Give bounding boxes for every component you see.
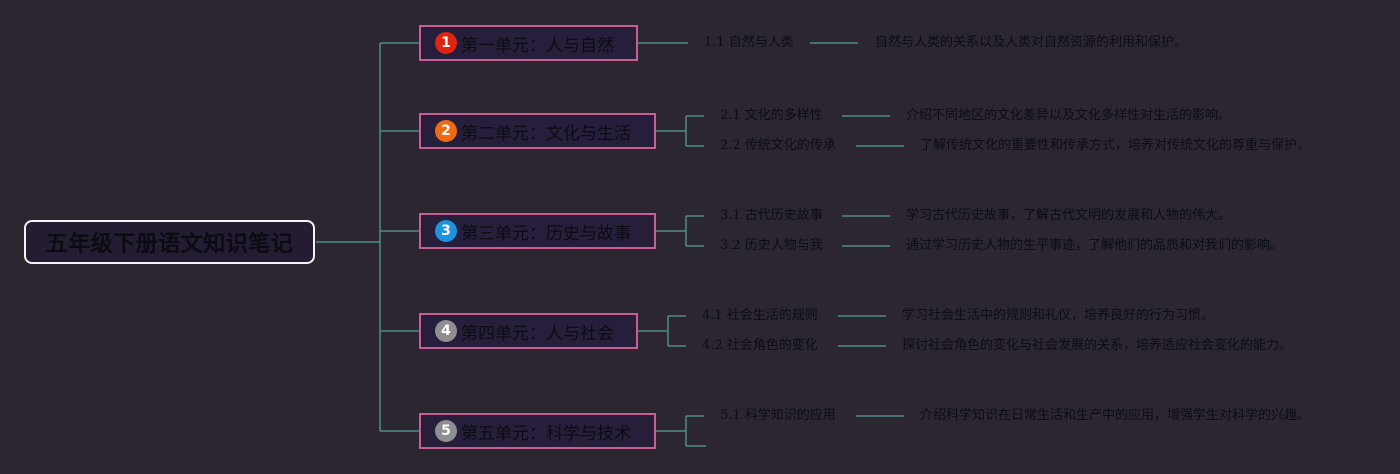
topic-description-2-1[interactable]: 介绍不同地区的文化差异以及文化多样性对生活的影响。 bbox=[906, 108, 1232, 123]
topic-description-2-2[interactable]: 了解传统文化的重要性和传承方式，培养对传统文化的尊重与保护。 bbox=[920, 138, 1311, 153]
root-node[interactable]: 五年级下册语文知识笔记 bbox=[24, 220, 315, 264]
number-badge-icon: 2 bbox=[435, 120, 457, 142]
topic-node-4-1[interactable]: 4.1 社会生活的规则 bbox=[702, 308, 818, 323]
topic-description-3-2[interactable]: 通过学习历史人物的生平事迹，了解他们的品质和对我们的影响。 bbox=[906, 238, 1284, 253]
unit-node-4[interactable]: 4 第四单元：人与社会 bbox=[419, 313, 638, 349]
topic-node-3-1[interactable]: 3.1 古代历史故事 bbox=[720, 208, 823, 223]
unit-label: 第一单元：人与自然 bbox=[461, 35, 614, 56]
unit-label: 第五单元：科学与技术 bbox=[461, 423, 631, 444]
unit-node-3[interactable]: 3 第三单元：历史与故事 bbox=[419, 213, 656, 249]
unit-label: 第四单元：人与社会 bbox=[461, 323, 614, 344]
topic-node-4-2[interactable]: 4.2 社会角色的变化 bbox=[702, 338, 818, 353]
unit-node-2[interactable]: 2 第二单元：文化与生活 bbox=[419, 113, 656, 149]
unit-label: 第二单元：文化与生活 bbox=[461, 123, 631, 144]
number-badge-icon: 3 bbox=[435, 220, 457, 242]
number-badge-icon: 5 bbox=[435, 420, 457, 442]
topic-node-1-1[interactable]: 1.1 自然与人类 bbox=[704, 35, 794, 50]
unit-node-1[interactable]: 1 第一单元：人与自然 bbox=[419, 25, 638, 61]
number-badge-icon: 4 bbox=[435, 320, 457, 342]
topic-node-2-2[interactable]: 2.2 传统文化的传承 bbox=[720, 138, 836, 153]
topic-description-1-1[interactable]: 自然与人类的关系以及人类对自然资源的利用和保护。 bbox=[875, 35, 1188, 50]
topic-node-2-1[interactable]: 2.1 文化的多样性 bbox=[720, 108, 823, 123]
topic-description-4-1[interactable]: 学习社会生活中的规则和礼仪，培养良好的行为习惯。 bbox=[902, 308, 1215, 323]
topic-node-3-2[interactable]: 3.2 历史人物与我 bbox=[720, 238, 823, 253]
topic-description-5-1[interactable]: 介绍科学知识在日常生活和生产中的应用，增强学生对科学的兴趣。 bbox=[920, 408, 1311, 423]
unit-node-5[interactable]: 5 第五单元：科学与技术 bbox=[419, 413, 656, 449]
topic-description-3-1[interactable]: 学习古代历史故事，了解古代文明的发展和人物的伟大。 bbox=[906, 208, 1232, 223]
number-badge-icon: 1 bbox=[435, 32, 457, 54]
topic-node-5-1[interactable]: 5.1 科学知识的应用 bbox=[720, 408, 836, 423]
topic-description-4-2[interactable]: 探讨社会角色的变化与社会发展的关系，培养适应社会变化的能力。 bbox=[902, 338, 1293, 353]
root-title: 五年级下册语文知识笔记 bbox=[45, 232, 294, 257]
unit-label: 第三单元：历史与故事 bbox=[461, 223, 631, 244]
